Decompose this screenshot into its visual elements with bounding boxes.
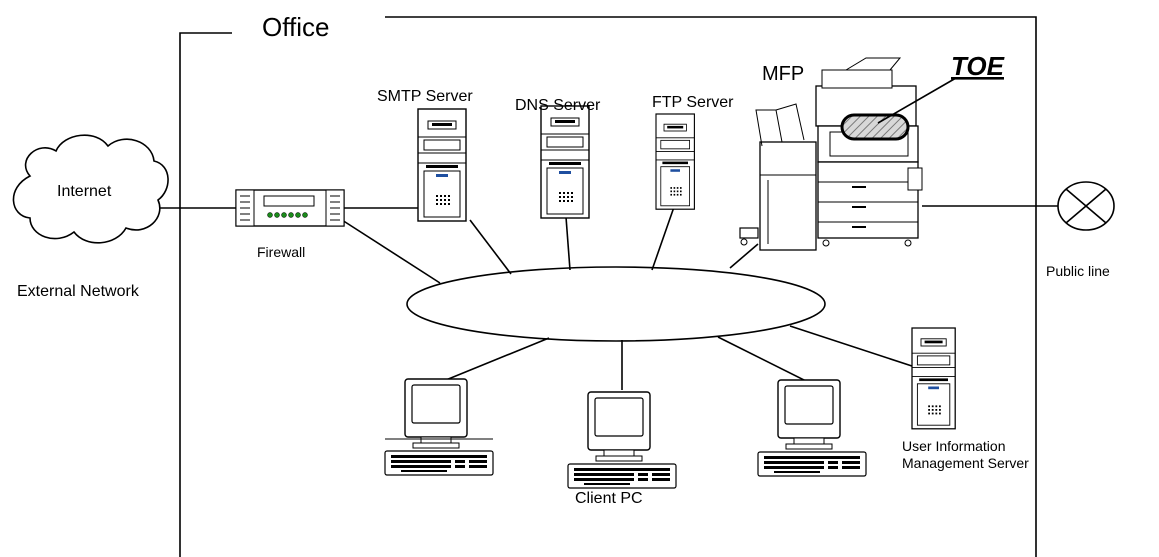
client-pc-icon xyxy=(757,379,867,477)
toe-label: TOE xyxy=(951,51,1005,81)
lan-ellipse xyxy=(406,266,826,342)
external-network-label: External Network xyxy=(17,283,140,300)
public-line-icon xyxy=(1057,181,1115,231)
connection-lines xyxy=(160,205,1058,390)
public-line-label: Public line xyxy=(1046,263,1110,279)
firewall-label: Firewall xyxy=(257,244,305,260)
office-label: Office xyxy=(262,12,329,42)
smtp-server-icon xyxy=(417,108,467,222)
user-info-server-label-1: User Information xyxy=(902,438,1005,454)
firewall-icon xyxy=(235,189,345,227)
client-pc-icon xyxy=(567,391,677,489)
toe-pointer-line xyxy=(877,77,957,124)
internet-cloud xyxy=(12,134,169,244)
mfp-icon xyxy=(739,57,923,251)
office-boundary xyxy=(179,16,1037,557)
internet-label: Internet xyxy=(57,183,112,200)
ftp-server-label: FTP Server xyxy=(652,94,734,111)
ftp-server-icon xyxy=(655,113,695,210)
smtp-server-label: SMTP Server xyxy=(377,88,473,105)
mfp-label: MFP xyxy=(762,63,804,85)
client-pc-icon xyxy=(384,378,494,476)
client-pc-label: Client PC xyxy=(575,490,643,507)
user-info-server-icon xyxy=(911,327,956,430)
user-info-server-label-2: Management Server xyxy=(902,455,1029,471)
dns-server-icon xyxy=(540,105,590,219)
dns-server-label: DNS Server xyxy=(515,97,601,114)
